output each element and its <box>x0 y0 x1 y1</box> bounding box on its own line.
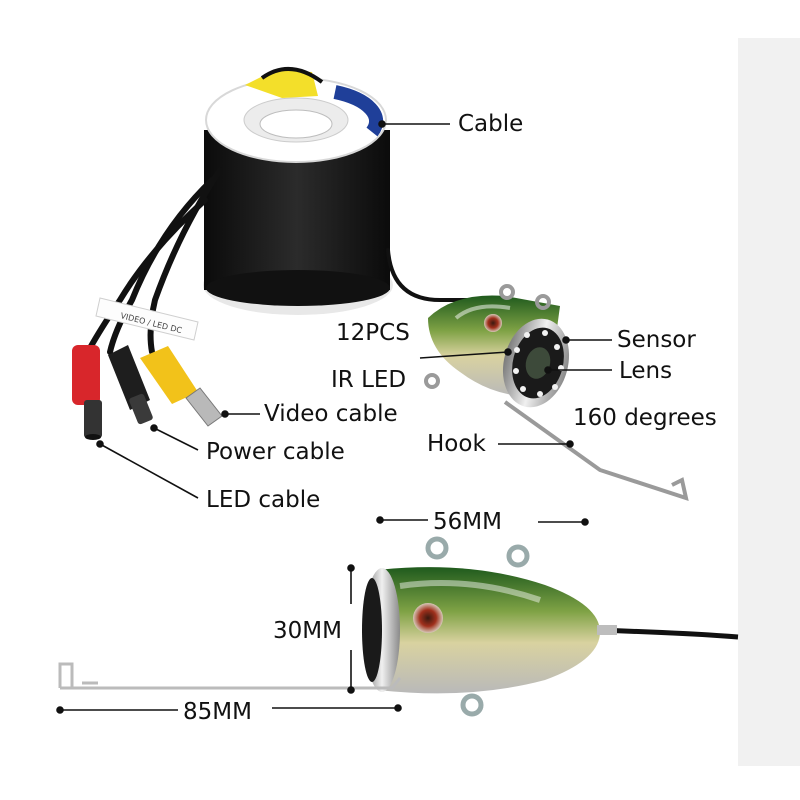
label-height-30mm: 30MM <box>273 618 342 644</box>
label-160-degrees: 160 degrees <box>573 405 717 431</box>
label-led-cable: LED cable <box>206 487 321 513</box>
dimension-lines <box>56 516 589 714</box>
camera-small <box>424 284 689 501</box>
label-cable: Cable <box>458 111 524 137</box>
label-width-56mm: 56MM <box>433 509 502 535</box>
label-power-cable: Power cable <box>206 439 345 465</box>
background-strip <box>738 38 800 766</box>
label-lens: Lens <box>619 358 673 384</box>
cable-tag: VIDEO / LED DC <box>95 297 199 341</box>
callout-lines <box>96 120 612 499</box>
label-length-85mm: 85MM <box>183 699 252 725</box>
cable-spool <box>203 66 393 315</box>
label-12pcs: 12PCS <box>336 320 410 346</box>
label-ir-led: IR LED <box>331 367 407 393</box>
camera-large <box>58 536 739 717</box>
black-connector <box>108 345 153 425</box>
label-video-cable: Video cable <box>264 401 398 427</box>
red-connector <box>72 345 102 440</box>
yellow-connector <box>140 346 223 427</box>
label-hook: Hook <box>427 431 486 457</box>
label-sensor: Sensor <box>617 327 696 353</box>
